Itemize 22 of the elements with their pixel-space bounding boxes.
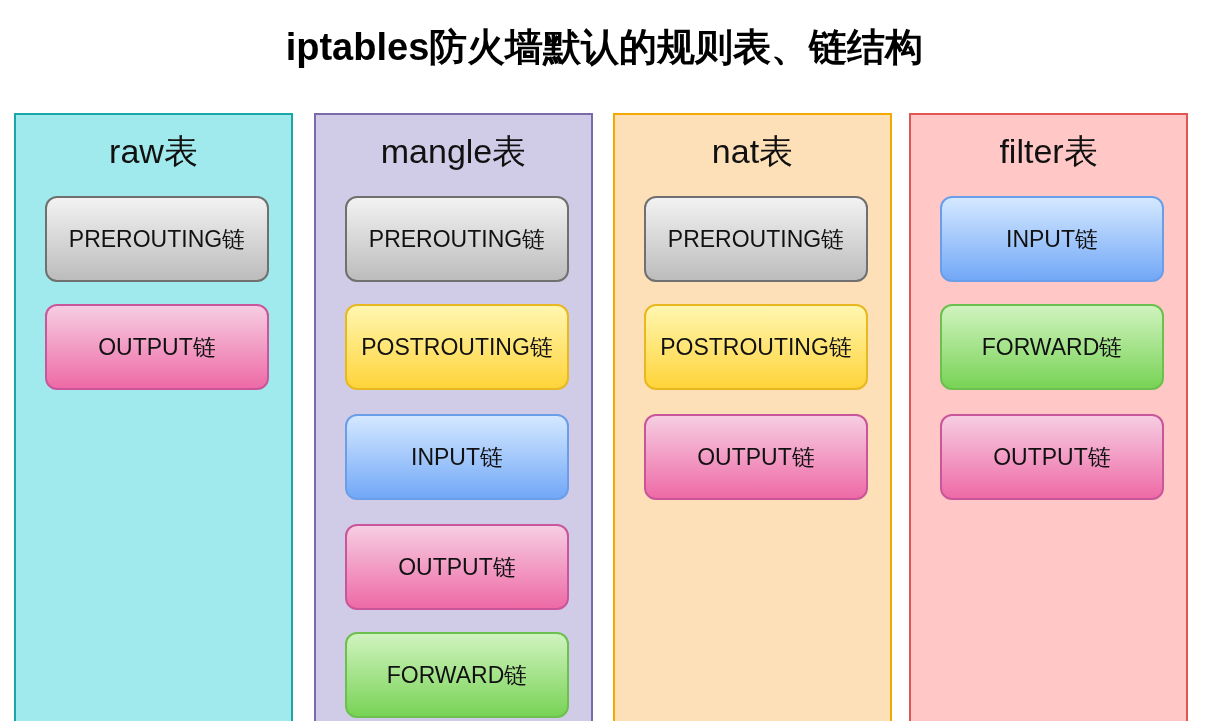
table-heading: nat表 [710,131,795,172]
chain-box: PREROUTING链 [45,196,269,282]
table-heading: mangle表 [379,131,528,172]
table-panel [613,113,892,721]
chain-box: OUTPUT链 [940,414,1164,500]
chain-box: INPUT链 [345,414,569,500]
table-panel [314,113,593,721]
table-panel [14,113,293,721]
table-heading: raw表 [108,131,199,172]
chain-box: OUTPUT链 [644,414,868,500]
chain-box: POSTROUTING链 [345,304,569,390]
chain-box: POSTROUTING链 [644,304,868,390]
table-panel [909,113,1188,721]
chain-box: PREROUTING链 [644,196,868,282]
chain-box: OUTPUT链 [45,304,269,390]
chain-box: OUTPUT链 [345,524,569,610]
chain-box: FORWARD链 [345,632,569,718]
chain-box: PREROUTING链 [345,196,569,282]
table-heading: filter表 [998,131,1099,172]
title: iptables防火墙默认的规则表、链结构 [284,25,925,70]
chain-box: FORWARD链 [940,304,1164,390]
chain-box: INPUT链 [940,196,1164,282]
